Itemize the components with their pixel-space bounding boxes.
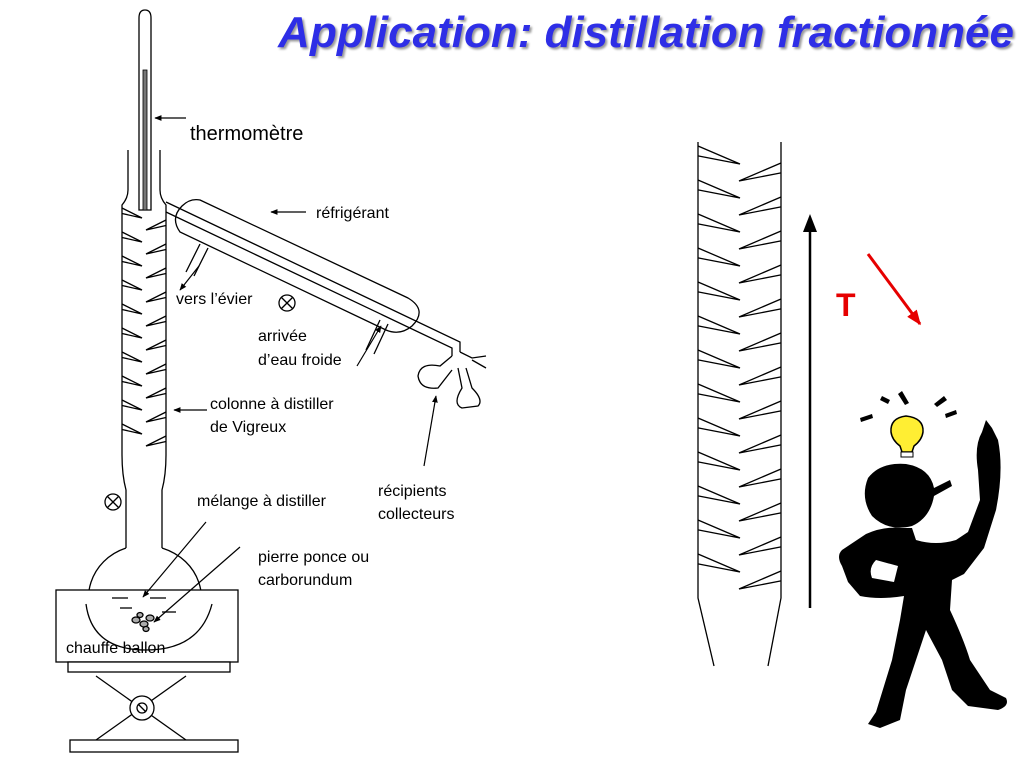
column-spike [738, 536, 782, 556]
column-spike [145, 267, 167, 279]
column-spike [697, 519, 741, 539]
column-spike [121, 399, 143, 411]
distillation-apparatus [55, 9, 487, 753]
column-spike [121, 351, 143, 363]
label-colonne-line1: colonne à distiller [210, 396, 334, 413]
column-spike [121, 255, 143, 267]
column-spike [121, 375, 143, 387]
label-arrows [142, 115, 438, 623]
column-spike [145, 411, 167, 423]
column-spike [738, 230, 782, 250]
liquid-surface [112, 597, 176, 613]
column-spike [145, 291, 167, 303]
temperature-gradient: T [803, 214, 922, 608]
column-spike [697, 281, 741, 301]
label-recipients-line1: récipients [378, 483, 446, 500]
figure-body [839, 420, 1007, 728]
figure-head [864, 463, 952, 528]
boiling-stones [131, 611, 155, 633]
column-spikes [121, 207, 167, 447]
column-spike [145, 219, 167, 231]
column-spike [121, 423, 143, 435]
column-spike [738, 400, 782, 420]
valve-icon [278, 294, 296, 312]
label-pierre-line1: pierre ponce ou [258, 549, 369, 566]
label-vers-evier: vers l’évier [176, 291, 253, 308]
column-spike [121, 231, 143, 243]
labels: thermomètre réfrigérant vers l’évier arr… [66, 123, 454, 657]
collecting-receivers [417, 351, 487, 409]
column-spike [697, 383, 741, 403]
lab-jack [69, 675, 239, 753]
vigreux-column [121, 150, 167, 548]
column-spike [697, 553, 741, 573]
label-arrivee-line1: arrivée [258, 328, 307, 345]
column-spike [697, 451, 741, 471]
column-detail-spikes [697, 145, 782, 590]
column-spike [145, 243, 167, 255]
label-thermometre: thermomètre [190, 123, 303, 145]
column-spike [145, 435, 167, 447]
thermometer [138, 9, 152, 211]
label-refrigerant: réfrigérant [316, 205, 389, 222]
column-spike [697, 417, 741, 437]
lightbulb-icon [890, 415, 924, 458]
temperature-decrease-arrow [866, 253, 922, 326]
column-spike [145, 339, 167, 351]
label-chauffe: chauffe ballon [66, 640, 165, 657]
column-spike [738, 264, 782, 284]
label-colonne-line2: de Vigreux [210, 419, 286, 436]
column-spike [121, 327, 143, 339]
label-recipients-line2: collecteurs [378, 506, 454, 523]
column-spike [738, 298, 782, 318]
column-spike [121, 303, 143, 315]
column-spike [697, 349, 741, 369]
column-spike [738, 570, 782, 590]
column-spike [121, 207, 143, 219]
column-spike [145, 315, 167, 327]
column-spike [697, 179, 741, 199]
column-spike [121, 279, 143, 291]
label-pierre-line2: carborundum [258, 572, 352, 589]
column-spike [738, 468, 782, 488]
temperature-label: T [836, 287, 856, 323]
column-spike [697, 145, 741, 165]
column-spike [738, 502, 782, 522]
label-melange: mélange à distiller [197, 493, 327, 510]
slide-title: Application: distillation fractionnée [278, 8, 1014, 57]
label-arrivee-line2: d’eau froide [258, 352, 342, 369]
idea-figure [839, 391, 1007, 728]
column-spike [697, 213, 741, 233]
column-detail [697, 142, 782, 667]
valve-icon [104, 493, 122, 511]
column-spike [738, 162, 782, 182]
column-spike [697, 485, 741, 505]
column-spike [738, 434, 782, 454]
condenser [165, 198, 461, 356]
column-spike [738, 366, 782, 386]
column-spike [738, 196, 782, 216]
column-spike [738, 332, 782, 352]
column-spike [697, 247, 741, 267]
column-spike [697, 315, 741, 335]
column-spike [145, 363, 167, 375]
idea-rays [860, 391, 957, 422]
column-spike [145, 387, 167, 399]
